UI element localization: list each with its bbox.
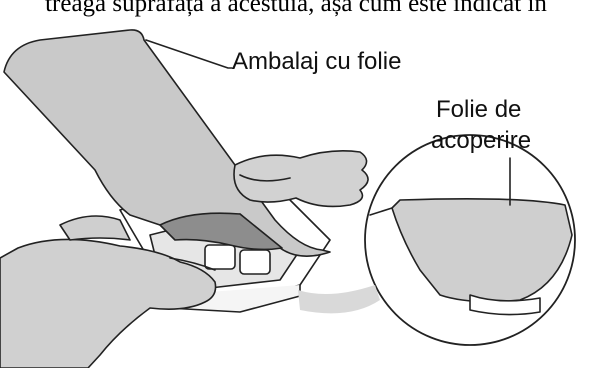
inhaler-slot-2 [240,250,270,274]
label-foil-pack: Ambalaj cu folie [232,47,401,77]
inhaler-slot-1 [205,245,235,269]
left-hand-upper [60,216,130,240]
magnifier-cone [298,285,380,313]
label-cover-foil-line2: acoperire [431,126,531,156]
right-hand [234,151,368,207]
label-cover-foil-line1: Folie de [436,95,521,125]
